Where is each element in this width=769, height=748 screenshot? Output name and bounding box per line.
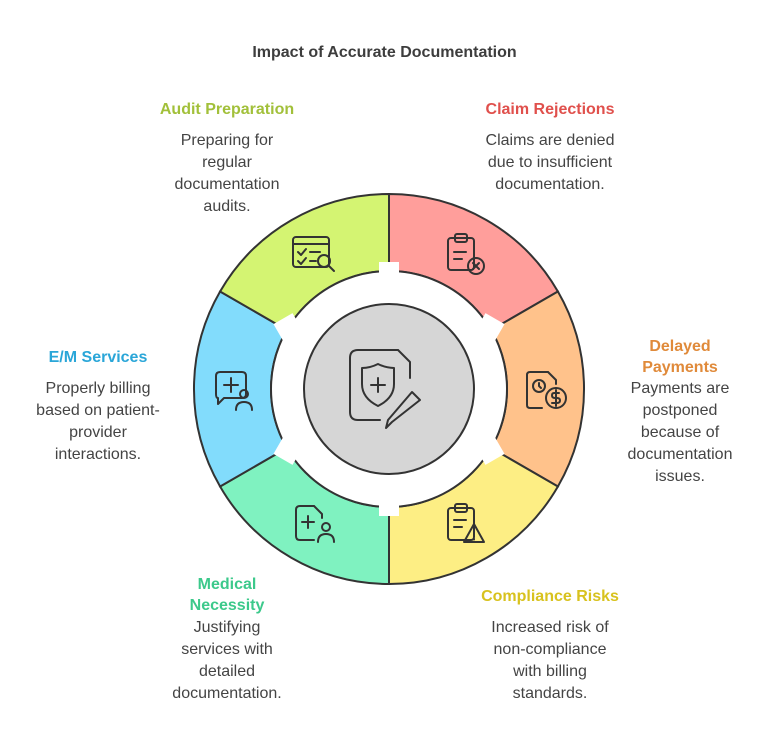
audit-description: Preparing for regular documentation audi… xyxy=(127,130,327,218)
delayed-desc-line: because of xyxy=(640,424,720,441)
compliance-description: Increased risk of non-compliance with bi… xyxy=(450,617,650,705)
audit-desc-line: documentation xyxy=(174,176,280,193)
medical-heading-line: Necessity xyxy=(189,597,265,614)
compliance-desc-line: non-compliance xyxy=(493,641,607,658)
medical-desc-line: Justifying xyxy=(193,619,261,636)
clipboard-warning-icon xyxy=(447,503,485,543)
document-medical-user-icon xyxy=(295,505,335,543)
delayed-heading-line: Payments xyxy=(642,359,718,376)
delayed-desc-line: issues. xyxy=(655,468,705,485)
checklist-search-icon xyxy=(292,236,335,272)
delayed-desc-line: postponed xyxy=(642,402,718,419)
em-desc-line: based on patient- xyxy=(36,402,160,419)
audit-desc-line: audits. xyxy=(203,198,251,215)
em-description: Properly billing based on patient- provi… xyxy=(18,378,178,466)
medical-desc-line: documentation. xyxy=(172,685,282,702)
center-hub xyxy=(303,303,475,475)
compliance-desc-line: standards. xyxy=(512,685,588,702)
compliance-heading: Compliance Risks xyxy=(481,588,619,605)
claim-desc-line: due to insufficient xyxy=(487,154,613,171)
em-desc-line: Properly billing xyxy=(45,380,151,397)
em-heading: E/M Services xyxy=(48,349,148,366)
audit-desc-line: regular xyxy=(202,154,252,171)
audit-heading: Audit Preparation xyxy=(159,101,295,118)
medical-desc-line: services with xyxy=(181,641,273,658)
compliance-desc-line: with billing xyxy=(513,663,587,680)
claim-heading: Claim Rejections xyxy=(485,101,615,118)
diagram-title: Impact of Accurate Documentation xyxy=(252,44,517,61)
medical-desc-line: detailed xyxy=(198,663,256,680)
medical-description: Justifying services with detailed docume… xyxy=(127,617,327,705)
delayed-description: Payments are postponed because of docume… xyxy=(610,378,750,488)
document-shield-pen-icon xyxy=(349,349,421,429)
audit-desc-line: Preparing for xyxy=(180,132,274,149)
delayed-heading-line: Delayed xyxy=(649,338,711,355)
claim-desc-line: documentation. xyxy=(495,176,605,193)
claim-desc-line: Claims are denied xyxy=(485,132,615,149)
clipboard-x-icon xyxy=(447,233,485,275)
em-desc-line: interactions. xyxy=(54,446,142,463)
em-desc-line: provider xyxy=(69,424,127,441)
chat-medical-user-icon xyxy=(215,371,253,411)
delayed-desc-line: documentation xyxy=(627,446,733,463)
delayed-desc-line: Payments are xyxy=(630,380,730,397)
medical-heading: Medical Necessity xyxy=(127,574,327,616)
ring-notches xyxy=(273,262,505,516)
claim-description: Claims are denied due to insufficient do… xyxy=(450,130,650,196)
compliance-desc-line: Increased risk of xyxy=(491,619,609,636)
document-clock-dollar-icon xyxy=(526,371,567,409)
medical-heading-line: Medical xyxy=(197,576,257,593)
delayed-heading: Delayed Payments xyxy=(610,336,750,378)
